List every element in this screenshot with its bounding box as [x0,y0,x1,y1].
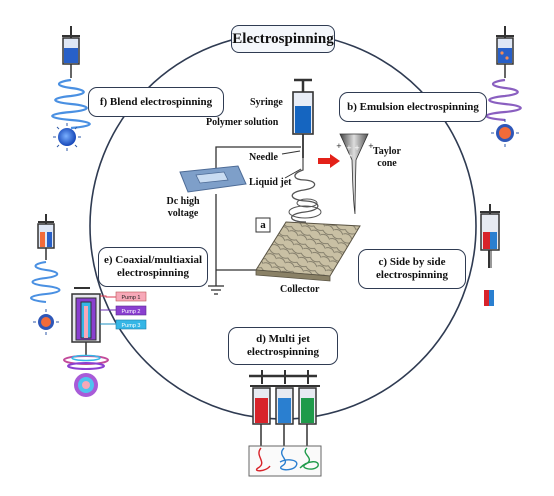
pump-1-label: Pump 1 [122,295,141,301]
emulsion-icon [485,26,522,147]
coaxial-icon [30,214,61,335]
blend-icon [51,26,91,151]
collector-mesh [255,221,361,282]
arrow-right-icon [318,154,340,168]
coaxial-label-line2: electrospinning [117,267,189,279]
side-by-side-icon [480,204,500,306]
side-label-line2: electrospinning [376,269,448,281]
dc-power-supply [179,165,247,193]
pump-1-box [115,291,147,302]
dc-label-line1: Dc high [166,196,200,207]
needle-label: Needle [249,152,278,163]
multi-jet-icon [248,370,322,477]
svg-text:+ +: + + [346,144,360,152]
coaxial-label-line1: e) Coaxial/multiaxial [103,254,203,266]
emulsion-label: b) Emulsion electrospinning [347,100,479,113]
page-title: Electrospinning [232,30,334,47]
dc-voltage-label: Dc high voltage [160,196,206,220]
multijet-label-line1: d) Multi jet [256,333,310,345]
blend-label: f) Blend electrospinning [99,95,213,108]
multi-jet-electrospinning-box: d) Multi jet electrospinning [228,327,338,365]
dc-label-line2: voltage [167,208,199,219]
pump-2-box [115,305,147,316]
coaxial-pump-device: Pump 1 Pump 2 Pump 3 [63,287,147,397]
side-label-line1: c) Side by side [378,256,446,268]
svg-text:+: + [347,152,353,160]
syringe-label: Syringe [250,97,283,108]
taylor-cone: + + + + + [336,133,374,215]
central-setup: + + + + + [179,78,374,295]
svg-text:+: + [368,142,374,150]
polymer-solution-label: Polymer solution [206,117,279,128]
taylor-cone-label: Taylor cone [372,146,402,170]
pump-3-box [115,319,147,330]
emulsion-electrospinning-box: b) Emulsion electrospinning [339,92,487,122]
taylor-label-line2: cone [377,158,397,169]
panel-label-box [255,217,271,233]
taylor-label-line1: Taylor [373,146,401,157]
blend-electrospinning-box: f) Blend electrospinning [88,87,224,117]
svg-text:+: + [336,142,342,150]
multijet-label-line2: electrospinning [247,346,319,358]
coaxial-electrospinning-box: e) Coaxial/multiaxial electrospinning [98,247,208,287]
collector-label: Collector [280,284,320,295]
liquid-jet-label: Liquid jet [249,177,292,188]
panel-label: a [260,219,266,231]
pump-2-label: Pump 2 [122,309,141,315]
title-box: Electrospinning [231,25,335,53]
side-by-side-electrospinning-box: c) Side by side electrospinning [358,249,466,289]
pump-3-label: Pump 3 [122,323,141,329]
